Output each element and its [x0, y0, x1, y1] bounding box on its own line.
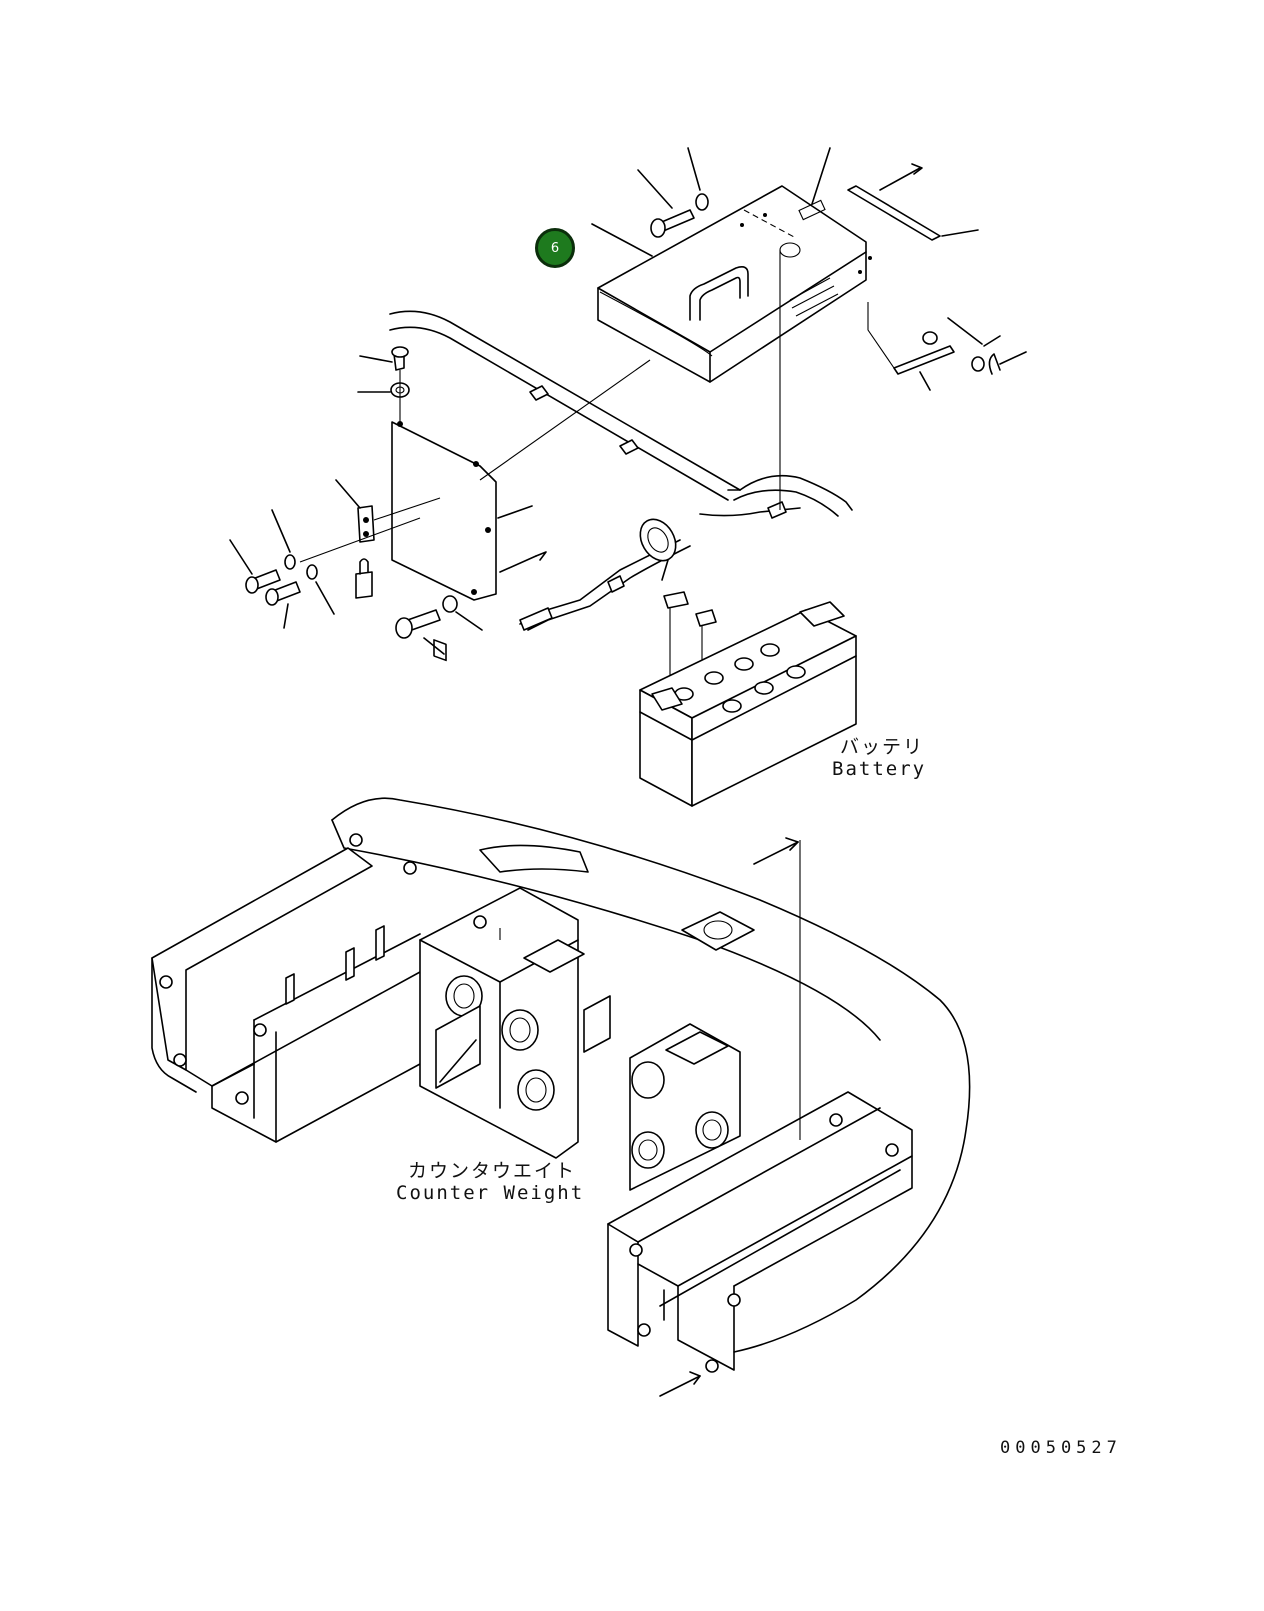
latch-padlock — [335, 479, 441, 599]
bottom-bolt — [395, 595, 483, 655]
seal-strip — [847, 163, 979, 241]
cable-tube — [389, 310, 741, 501]
drawing-number: 00050527 — [1000, 1438, 1122, 1458]
battery-label-en: Battery — [832, 758, 927, 780]
counterweight — [151, 797, 971, 1397]
callout-number: 6 — [550, 240, 560, 256]
battery-cover — [597, 185, 872, 383]
lock-bracket — [867, 302, 1027, 391]
callout-badge-6[interactable]: 6 — [535, 228, 575, 268]
counterweight-label-jp: カウンタウエイト — [408, 1160, 577, 1182]
side-plate — [391, 359, 651, 662]
wire-harness — [519, 474, 853, 631]
plate-bolts — [357, 346, 410, 422]
bolt-cover — [591, 147, 709, 257]
left-bolts — [229, 509, 421, 629]
battery-label-jp: バッテリ — [840, 736, 925, 758]
battery-terminals — [663, 591, 717, 702]
battery — [639, 601, 857, 807]
counterweight-label-en: Counter Weight — [396, 1182, 585, 1204]
